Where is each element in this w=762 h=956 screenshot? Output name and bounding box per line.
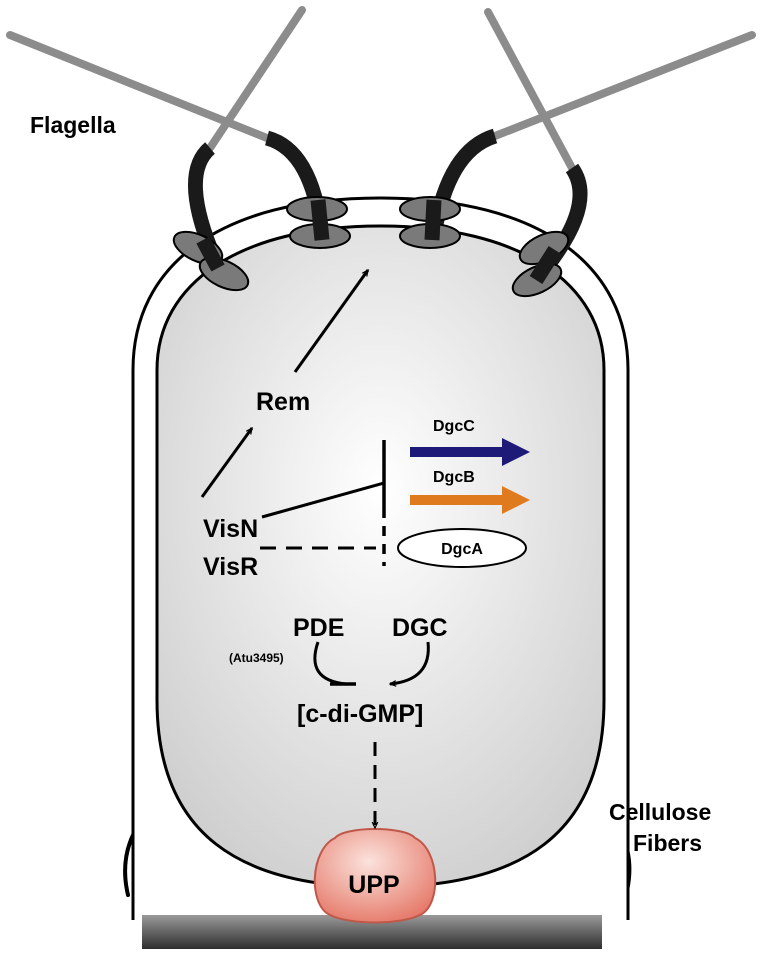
dgcc-label: DgcC bbox=[433, 418, 475, 435]
dgcc-gene-arrow bbox=[410, 438, 530, 466]
visn-repress-line bbox=[261, 481, 385, 519]
visr-label: VisR bbox=[203, 553, 258, 581]
dgc-label: DGC bbox=[392, 614, 448, 642]
cdigmp-label: [c-di-GMP] bbox=[297, 700, 423, 728]
atu3495-label: (Atu3495) bbox=[229, 651, 284, 665]
rem-label: Rem bbox=[256, 388, 310, 416]
dgcb-label: DgcB bbox=[433, 469, 475, 486]
adhesin-blob-icon bbox=[313, 828, 437, 924]
inner-membrane bbox=[155, 224, 606, 889]
upp-label: UPP bbox=[348, 871, 399, 899]
pde-label: PDE bbox=[293, 614, 344, 642]
cellulose-label-line1: Cellulose bbox=[609, 799, 711, 825]
visn-label: VisN bbox=[203, 515, 258, 543]
dgca-gene-ellipse bbox=[397, 528, 527, 568]
dgcb-gene-arrow bbox=[410, 486, 530, 514]
flagellar-hooks bbox=[196, 199, 562, 285]
dgc-activate-arc bbox=[390, 641, 430, 684]
visn-to-rem-arrow bbox=[200, 428, 254, 498]
signaling-arrows bbox=[200, 270, 430, 828]
flagella-label: Flagella bbox=[30, 112, 116, 138]
flagellum-icon bbox=[426, 31, 756, 237]
rem-to-motor-arrow bbox=[293, 270, 370, 373]
cellulose-label-line2: Fibers bbox=[633, 830, 702, 856]
dgca-label: DgcA bbox=[441, 541, 483, 558]
